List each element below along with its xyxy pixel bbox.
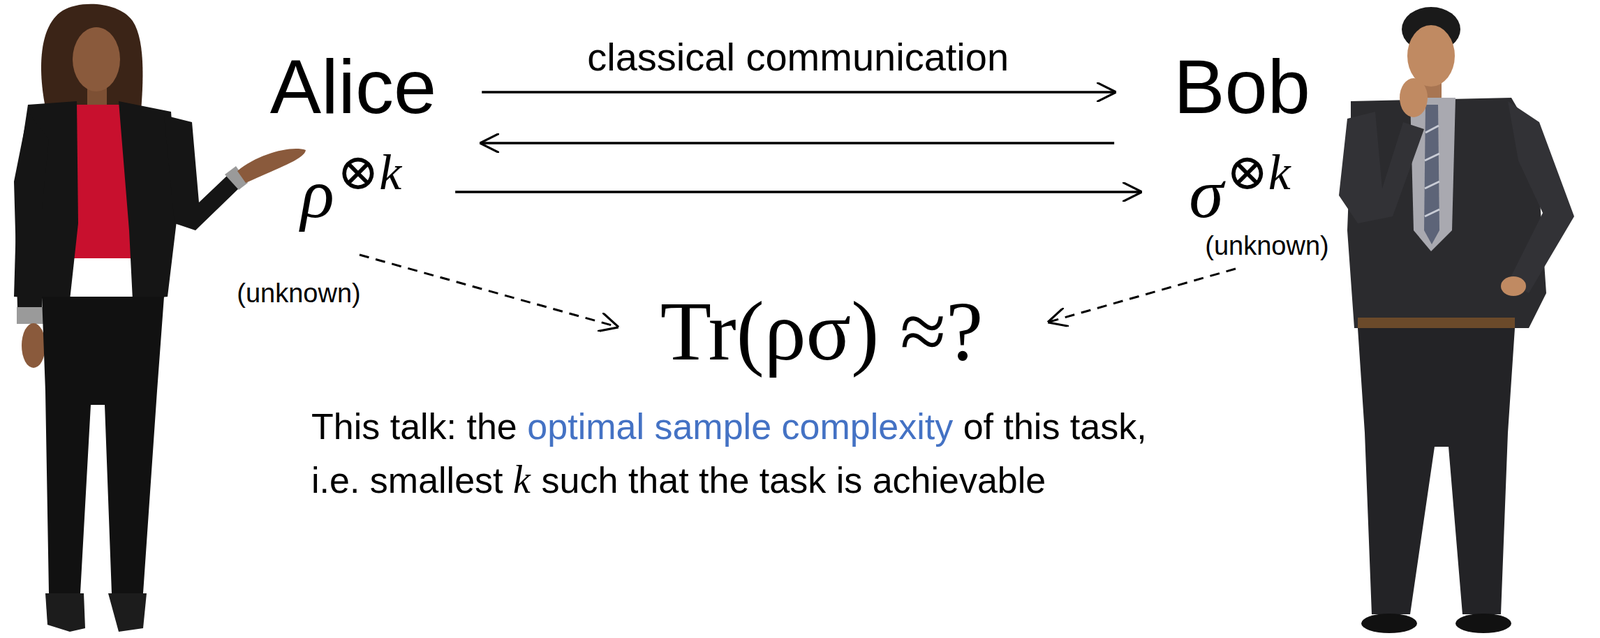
open-palm (237, 148, 306, 183)
sleeve (13, 111, 49, 311)
trousers (1357, 328, 1515, 615)
shoe (45, 593, 86, 632)
node-text: Alice (270, 48, 437, 125)
communication-arrow (481, 90, 1115, 94)
man-figure (1338, 6, 1575, 634)
dashed-arrow (359, 254, 618, 327)
trousers (41, 296, 165, 594)
node-text: Tr(ρσ) ≈? (660, 282, 984, 381)
shoe (108, 593, 147, 632)
caption-line: i.e. smallestksuch that the task is achi… (311, 457, 1057, 502)
communication-arrow (481, 141, 1115, 145)
edge-label: classical communication (582, 34, 1013, 80)
person-name: Bob (1173, 48, 1311, 125)
face (1407, 25, 1455, 87)
shoe (1455, 613, 1512, 634)
cuff (16, 307, 44, 324)
belt (1357, 317, 1515, 329)
woman-figure (13, 4, 306, 632)
unknown-note: (unknown) (1204, 229, 1329, 262)
face (72, 27, 121, 92)
node-text: σ (1188, 154, 1224, 233)
unknown-note: (unknown) (236, 277, 361, 310)
state-copies: ρ⊗k (300, 155, 402, 233)
caption-highlight: optimal sample complexity (527, 406, 953, 447)
node-text: ρ (300, 154, 335, 233)
hand (21, 323, 46, 368)
tie (1424, 104, 1440, 245)
state-copies: σ⊗k (1188, 155, 1291, 233)
caption-text: such that the task is achievable (541, 460, 1047, 501)
overlap-formula: Tr(ρσ) ≈? (660, 282, 984, 381)
caption-text: of this task, (963, 406, 1147, 447)
shoe (1361, 613, 1418, 634)
caption-text: This talk: the (311, 406, 518, 447)
superscript-text: ⊗k (1226, 144, 1291, 201)
hand-at-chin (1399, 78, 1428, 118)
tie-stripes (1424, 125, 1440, 217)
caption-symbol: k (513, 457, 531, 502)
node-text: Bob (1173, 48, 1311, 125)
caption-line: This talk: theoptimal sample complexityo… (311, 404, 1157, 449)
shirt (1410, 97, 1456, 252)
person-name: Alice (270, 48, 437, 125)
communication-arrow (455, 190, 1140, 194)
dashed-arrow (1049, 268, 1236, 322)
sleeve (1507, 101, 1575, 294)
sleeve (1338, 111, 1425, 224)
caption-text: i.e. smallest (311, 460, 504, 501)
hand-on-hip (1500, 276, 1527, 296)
superscript-text: ⊗k (337, 144, 402, 201)
